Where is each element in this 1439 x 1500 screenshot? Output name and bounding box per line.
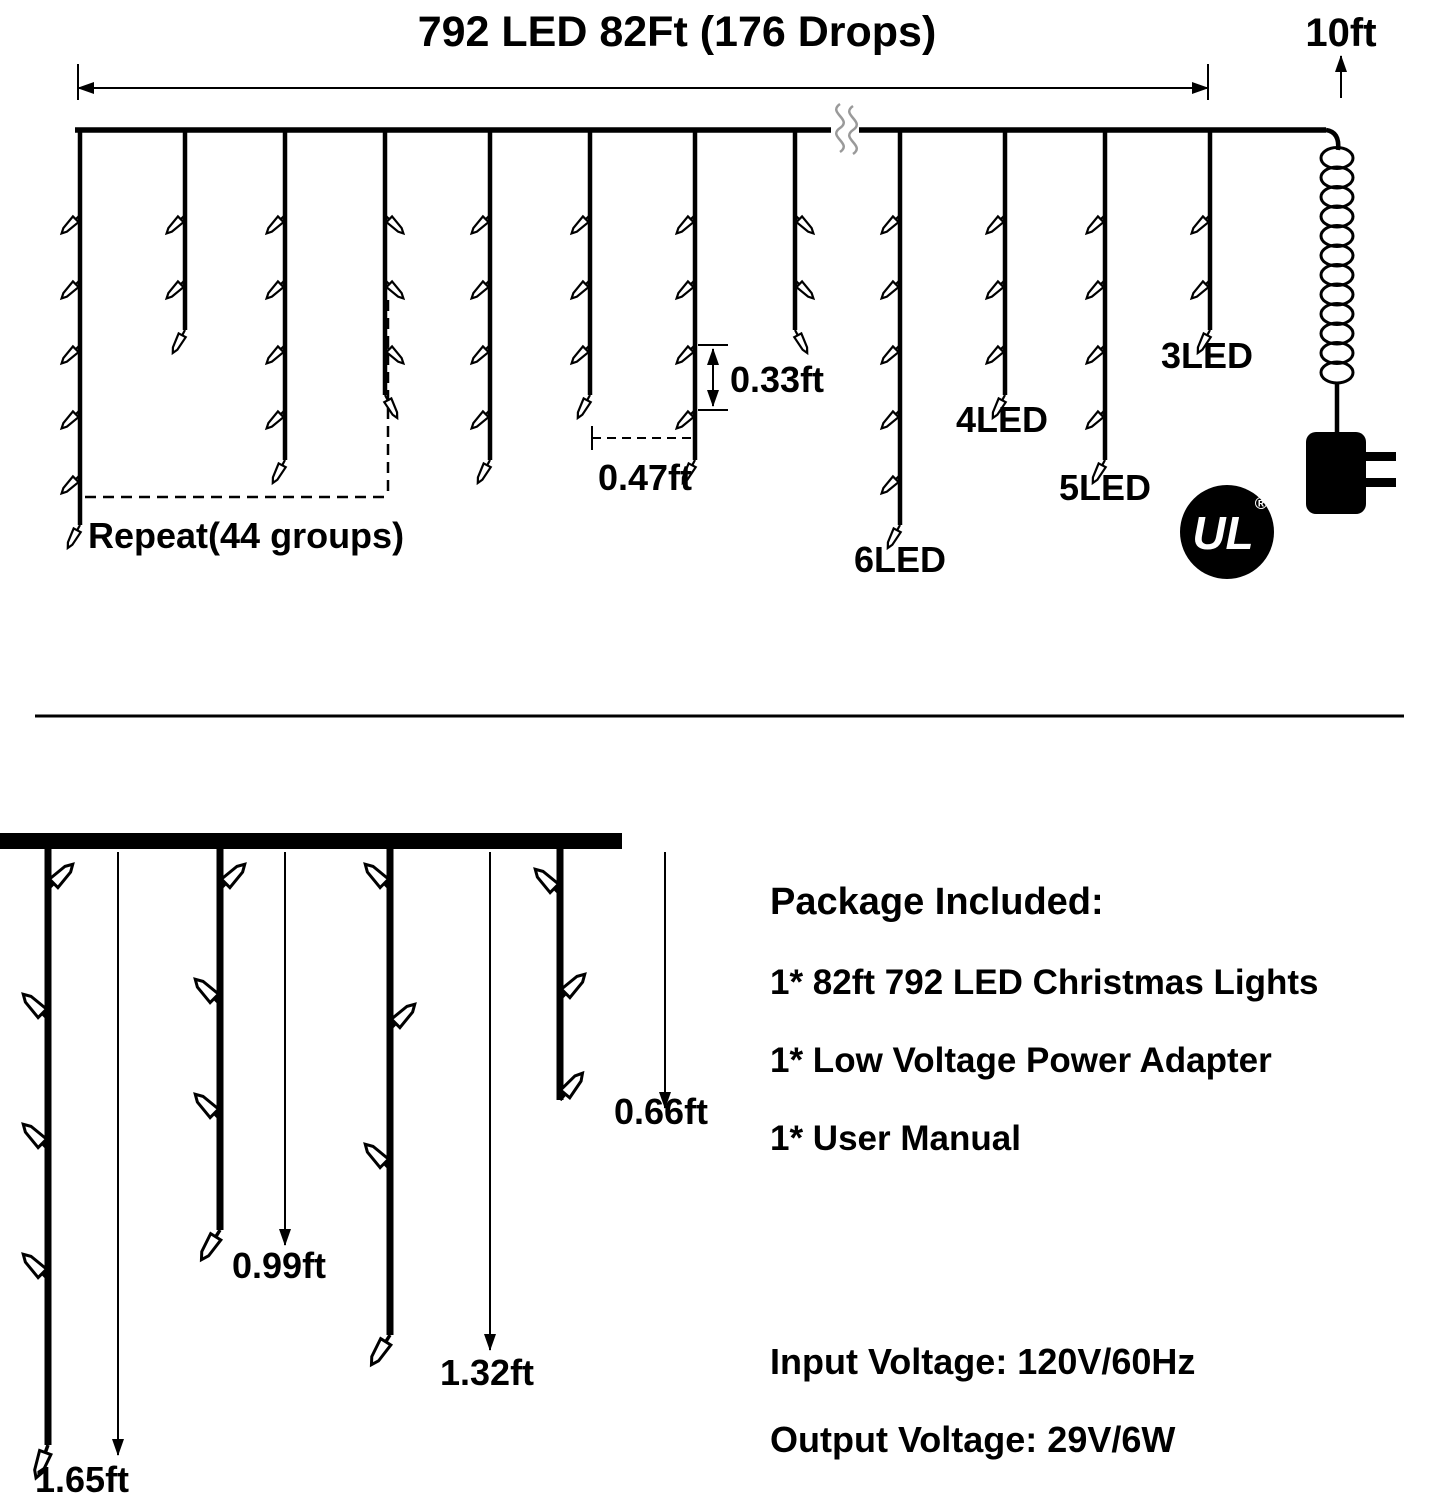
coil-loop bbox=[1319, 243, 1355, 268]
led-bulb-icon bbox=[573, 392, 595, 421]
bottom-diagram: 1.65ft 0.99ft 1.32ft 0.66ft bbox=[0, 833, 708, 1500]
coil-loop bbox=[1319, 224, 1355, 248]
plug-prong bbox=[1364, 478, 1396, 487]
led-gap-dimension: 0.33ft bbox=[698, 344, 824, 411]
input-voltage-text: Input Voltage: 120V/60Hz bbox=[770, 1341, 1195, 1382]
led-bulb-icon bbox=[790, 327, 812, 356]
coil-loop bbox=[1319, 302, 1355, 326]
wire-break-symbol bbox=[831, 102, 859, 156]
drop-gap-label: 0.47ft bbox=[598, 457, 692, 498]
top-drops-group bbox=[57, 130, 1215, 551]
total-length-title: 792 LED 82Ft (176 Drops) bbox=[418, 8, 937, 56]
led-gap-label: 0.33ft bbox=[730, 359, 824, 400]
icicle-drop bbox=[877, 130, 905, 551]
ul-registered-mark: ® bbox=[1255, 494, 1268, 513]
power-lead bbox=[1306, 127, 1396, 514]
package-heading: Package Included: bbox=[770, 881, 1104, 923]
drop-099-label: 0.99ft bbox=[232, 1245, 326, 1286]
icicle-drop bbox=[982, 130, 1010, 421]
led-bulb-icon bbox=[473, 457, 495, 486]
led-bulb-icon bbox=[364, 1330, 397, 1370]
break-squiggle-icon bbox=[835, 102, 845, 154]
icicle-drop bbox=[567, 130, 595, 421]
coil-loop bbox=[1319, 165, 1355, 190]
package-item-manual: 1* User Manual bbox=[770, 1119, 1021, 1158]
icicle-drop bbox=[189, 849, 251, 1265]
icicle-drop bbox=[57, 130, 85, 551]
coil-loop bbox=[1319, 263, 1355, 287]
coil-loop bbox=[1319, 341, 1355, 365]
drop-165-label: 1.65ft bbox=[35, 1459, 129, 1500]
drop-132-label: 1.32ft bbox=[440, 1352, 534, 1393]
break-squiggle-icon bbox=[848, 104, 858, 156]
led-bulb-icon bbox=[168, 327, 190, 356]
plug-prong bbox=[1364, 452, 1396, 461]
icicle-drop bbox=[790, 130, 818, 356]
package-info: Package Included: 1* 82ft 792 LED Christ… bbox=[770, 881, 1319, 1460]
lead-length-label: 10ft bbox=[1305, 11, 1376, 55]
icicle-drop bbox=[162, 130, 190, 356]
coil-wire bbox=[1319, 146, 1355, 385]
led3-label: 3LED bbox=[1161, 335, 1253, 376]
led-bulb-icon bbox=[380, 392, 402, 421]
ul-text: UL bbox=[1192, 507, 1253, 559]
led-bulb-icon bbox=[63, 522, 85, 551]
coil-loop bbox=[1319, 185, 1355, 209]
ul-circle bbox=[1180, 485, 1274, 579]
bottom-drops-group bbox=[17, 849, 591, 1482]
top-diagram: 792 LED 82Ft (176 Drops) 10ft Repeat(44 … bbox=[57, 8, 1396, 580]
led4-label: 4LED bbox=[956, 399, 1048, 440]
icicle-drop bbox=[17, 849, 79, 1482]
support-wire-bar bbox=[0, 833, 622, 849]
drop-length-arrows bbox=[112, 852, 671, 1456]
drop-gap-dimension: 0.47ft bbox=[591, 426, 696, 498]
span-dimension bbox=[77, 64, 1209, 100]
power-plug bbox=[1306, 432, 1396, 514]
coil-loop bbox=[1319, 360, 1355, 385]
icicle-drop bbox=[262, 130, 290, 486]
led5-label: 5LED bbox=[1059, 467, 1151, 508]
icicle-drop bbox=[672, 130, 700, 486]
output-voltage-text: Output Voltage: 29V/6W bbox=[770, 1419, 1175, 1460]
led-bulb-icon bbox=[194, 1225, 227, 1265]
plug-body bbox=[1306, 432, 1366, 514]
coil-loop bbox=[1319, 204, 1355, 229]
icicle-drop bbox=[1082, 130, 1110, 486]
icicle-drop bbox=[380, 130, 408, 421]
icicle-drop bbox=[467, 130, 495, 486]
package-item-lights: 1* 82ft 792 LED Christmas Lights bbox=[770, 963, 1319, 1002]
coil-loop bbox=[1319, 146, 1355, 170]
icicle-drop bbox=[1187, 130, 1215, 356]
icicle-drop bbox=[359, 849, 421, 1370]
repeat-label: Repeat(44 groups) bbox=[88, 515, 404, 556]
package-item-adapter: 1* Low Voltage Power Adapter bbox=[770, 1041, 1272, 1080]
ul-logo: UL ® bbox=[1180, 485, 1274, 579]
icicle-drop bbox=[529, 849, 591, 1106]
led-bulb-icon bbox=[268, 457, 290, 486]
led6-label: 6LED bbox=[854, 539, 946, 580]
drop-066-label: 0.66ft bbox=[614, 1091, 708, 1132]
coil-loop bbox=[1319, 282, 1355, 307]
repeat-group-box: Repeat(44 groups) bbox=[85, 300, 404, 556]
coil-loop bbox=[1319, 321, 1355, 346]
